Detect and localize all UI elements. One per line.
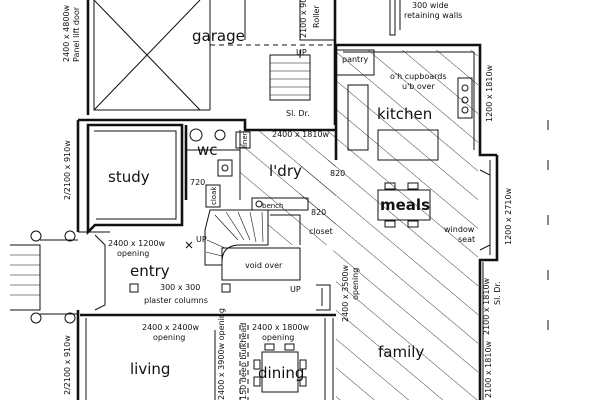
entry-opening-size: 2400 x 1200w xyxy=(108,239,166,248)
cupboards-label: o'h cupboards xyxy=(390,72,447,81)
garage-door-size: 2400 x 4800w xyxy=(62,4,71,62)
bulkhead-label: 150 deep bulkhead xyxy=(239,323,248,400)
entry-opening-label: opening xyxy=(117,249,149,258)
void-over-label: void over xyxy=(245,261,283,270)
study-window-size: 2/2100 x 910w xyxy=(63,140,72,200)
closet-label: closet xyxy=(309,227,333,236)
roller-door-type: Roller xyxy=(312,5,321,28)
dining-opening-vertical: 2400 x 3900w opening xyxy=(217,308,226,400)
family-window-size: 2100 x 1810w xyxy=(482,277,491,335)
columns-label: plaster columns xyxy=(144,296,208,305)
linen-label: linen xyxy=(241,131,249,148)
family-window-size-right: 2100 x 1810w xyxy=(484,340,493,398)
living-opening-label: opening xyxy=(153,333,185,342)
living-opening-size: 2400 x 2400w xyxy=(142,323,200,332)
living-window-size: 2/2100 x 910w xyxy=(63,335,72,395)
cloak-label: cloak xyxy=(210,186,218,205)
bay-window xyxy=(479,169,491,251)
main-staircase xyxy=(204,209,269,266)
garage-door-type: Panel lift door xyxy=(72,6,81,62)
kitchen-window-size: 1200 x 1810w xyxy=(485,64,494,122)
room-label-garage: garage xyxy=(192,27,245,45)
tiled-floor-laundry xyxy=(240,130,336,245)
sliding-door-label: Sl. Dr. xyxy=(286,109,310,118)
up-label-entry: UP xyxy=(290,285,301,294)
window-seat-label-2: seat xyxy=(458,235,475,244)
family-opening-size: 2400 x 3500w xyxy=(341,264,350,322)
family-opening-label: opening xyxy=(351,268,360,300)
dining-opening-size: 2400 x 1800w xyxy=(252,323,310,332)
room-label-living: living xyxy=(130,360,170,378)
sliding-door-label-2: Sl. Dr. xyxy=(493,281,502,305)
entry-features xyxy=(94,234,331,311)
dining-table xyxy=(253,343,307,393)
room-label-wc: wc xyxy=(197,141,218,159)
laundry-opening-size: 2400 x 1810w xyxy=(272,130,330,139)
void-area xyxy=(221,214,301,281)
cupboards-over-label: u'b over xyxy=(402,82,435,91)
room-label-meals: meals xyxy=(380,196,430,214)
room-label-study: study xyxy=(108,168,150,186)
tiled-floor-area xyxy=(300,50,478,400)
pantry-label: pantry xyxy=(342,55,368,64)
kitchen-fittings xyxy=(347,77,473,161)
retaining-walls-size: 300 wide xyxy=(412,1,449,10)
lower-walls xyxy=(85,318,334,400)
up-label-stair: UP xyxy=(196,235,207,244)
columns-size: 300 x 300 xyxy=(160,283,200,292)
retaining-walls-label: retaining walls xyxy=(404,11,462,20)
window-seat-label: window xyxy=(444,225,475,234)
roller-door-size: 2100 x 900w xyxy=(299,0,308,38)
bay-window-size: 1200 x 2710w xyxy=(504,187,513,245)
bench-label: bench xyxy=(262,202,283,210)
room-label-laundry: l'dry xyxy=(269,162,302,180)
dining-opening-label: opening xyxy=(262,333,294,342)
pantry-area xyxy=(335,49,375,76)
dim-820-b: 820 xyxy=(311,208,326,217)
meals-table xyxy=(377,182,431,228)
front-porch xyxy=(10,230,78,324)
garage-stairs xyxy=(269,50,311,101)
room-label-family: family xyxy=(378,343,424,361)
room-label-entry: entry xyxy=(130,262,170,280)
study-walls xyxy=(78,123,184,236)
wc-laundry-walls xyxy=(184,125,251,208)
dim-820-a: 820 xyxy=(330,169,345,178)
room-label-dining: dining xyxy=(258,364,304,382)
dim-720: 720 xyxy=(190,178,205,187)
laundry-bench xyxy=(251,197,309,211)
up-label-garage: UP xyxy=(296,48,307,57)
room-label-kitchen: kitchen xyxy=(377,105,432,123)
